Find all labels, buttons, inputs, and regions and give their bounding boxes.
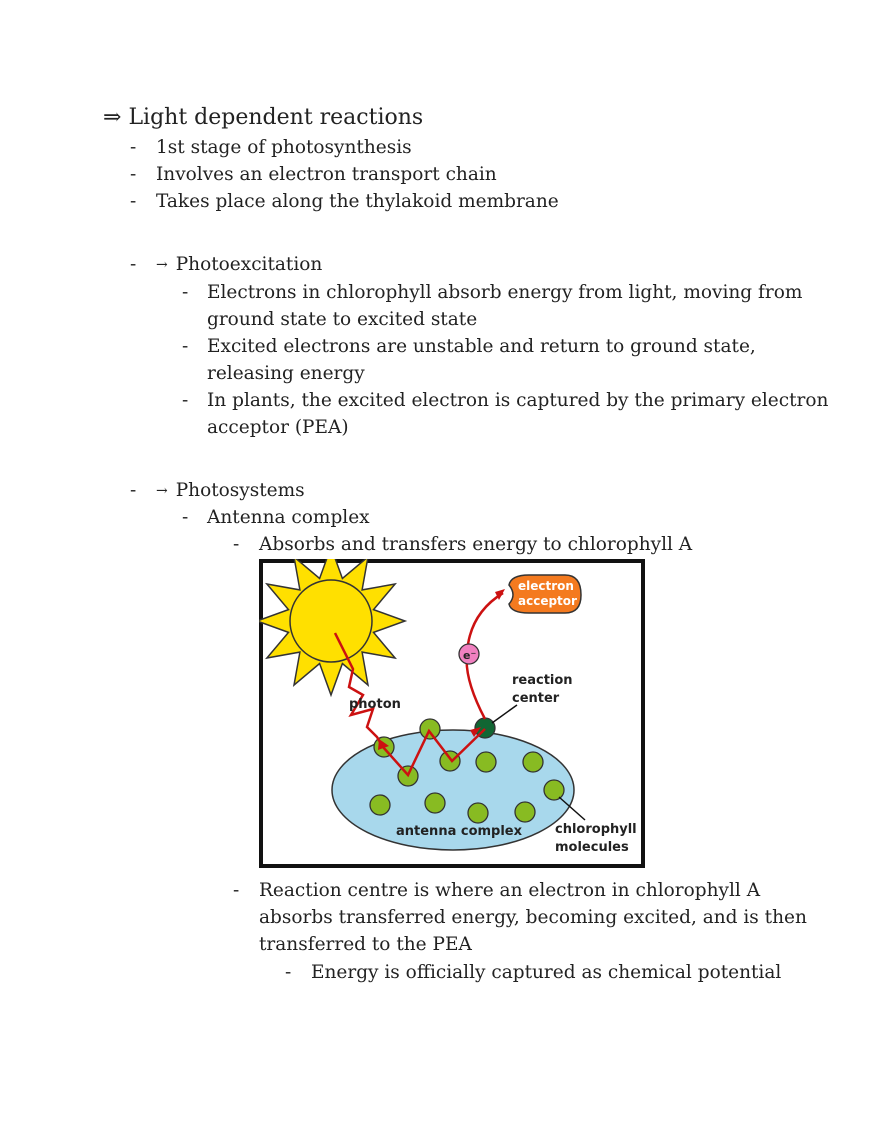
label-photon: photon bbox=[349, 697, 401, 712]
label-antenna: antenna complex bbox=[396, 824, 523, 839]
photoexcitation-label: Photoexcitation bbox=[175, 254, 323, 275]
label-reaction-2: center bbox=[512, 691, 560, 706]
bullet-dash: - bbox=[182, 282, 189, 303]
section-heading: ⇒ Light dependent reactions bbox=[103, 103, 423, 133]
arrowhead-icon bbox=[470, 727, 481, 737]
bullet-dash: - bbox=[285, 962, 292, 983]
bullet-item: 1st stage of photosynthesis bbox=[156, 137, 412, 158]
bullet-dash: - bbox=[182, 336, 189, 357]
diagram-svg: electron acceptor e⁻ bbox=[254, 544, 645, 868]
bullet-dash: - bbox=[130, 164, 137, 185]
bullet-dash: - bbox=[130, 191, 137, 212]
bullet-item: Excited electrons are unstable and retur… bbox=[207, 336, 756, 357]
right-arrow-icon: → bbox=[156, 257, 168, 273]
bullet-dash: - bbox=[130, 480, 137, 501]
bullet-item: Reaction centre is where an electron in … bbox=[259, 880, 761, 901]
bullet-item-continued: acceptor (PEA) bbox=[207, 417, 349, 438]
photosystems-label: Photosystems bbox=[175, 480, 305, 501]
heading-title: Light dependent reactions bbox=[128, 105, 424, 130]
chlorophyll-molecule bbox=[439, 750, 461, 772]
bullet-item-continued: ground state to excited state bbox=[207, 309, 478, 330]
electron-acceptor: electron acceptor bbox=[508, 574, 582, 614]
photosystems-title: → Photosystems bbox=[156, 477, 305, 506]
label-reaction-1: reaction bbox=[512, 673, 573, 688]
bullet-dash: - bbox=[130, 254, 137, 275]
chlorophyll-pointer-line bbox=[558, 796, 586, 821]
chlorophyll-molecule bbox=[514, 801, 536, 823]
bullet-item-continued: releasing energy bbox=[207, 363, 365, 384]
bullet-item: Energy is officially captured as chemica… bbox=[311, 962, 782, 983]
bullet-item-continued: transferred to the PEA bbox=[259, 934, 472, 955]
chlorophyll-molecule bbox=[369, 794, 391, 816]
label-chlorophyll-2: molecules bbox=[555, 840, 629, 855]
arrowhead-icon bbox=[495, 589, 505, 600]
label-electron: e⁻ bbox=[463, 649, 476, 662]
antenna-complex-title: Antenna complex bbox=[207, 507, 370, 528]
chlorophyll-molecules bbox=[369, 717, 565, 824]
bullet-dash: - bbox=[182, 390, 189, 411]
right-arrow-icon: → bbox=[156, 483, 168, 499]
arrowhead-icon bbox=[378, 739, 389, 750]
bullet-item: Takes place along the thylakoid membrane bbox=[156, 191, 559, 212]
chlorophyll-molecule bbox=[419, 718, 441, 740]
chlorophyll-molecule bbox=[424, 792, 446, 814]
bullet-dash: - bbox=[182, 507, 189, 528]
bullet-item-continued: absorbs transferred energy, becoming exc… bbox=[259, 907, 807, 928]
bullet-dash: - bbox=[233, 880, 240, 901]
sun-icon bbox=[254, 544, 408, 698]
label-acceptor-2: acceptor bbox=[518, 594, 577, 608]
bullet-item: In plants, the excited electron is captu… bbox=[207, 390, 829, 411]
double-arrow-icon: ⇒ bbox=[103, 105, 122, 130]
bullet-item: Involves an electron transport chain bbox=[156, 164, 497, 185]
bullet-item: Electrons in chlorophyll absorb energy f… bbox=[207, 282, 803, 303]
chlorophyll-molecule bbox=[522, 751, 544, 773]
label-acceptor-1: electron bbox=[518, 579, 574, 593]
photon-path bbox=[333, 632, 486, 778]
antenna-complex-diagram: electron acceptor e⁻ bbox=[254, 544, 645, 868]
chlorophyll-molecule bbox=[475, 751, 497, 773]
chlorophyll-molecule bbox=[467, 802, 489, 824]
label-chlorophyll-1: chlorophyll bbox=[555, 822, 637, 837]
photoexcitation-title: → Photoexcitation bbox=[156, 251, 322, 280]
antenna-complex-ellipse bbox=[331, 729, 575, 851]
bullet-item: Absorbs and transfers energy to chloroph… bbox=[259, 534, 693, 555]
bullet-dash: - bbox=[130, 137, 137, 158]
chlorophyll-molecule bbox=[543, 779, 565, 801]
bullet-dash: - bbox=[233, 534, 240, 555]
reaction-pointer-line bbox=[491, 704, 518, 724]
electron-icon bbox=[458, 643, 480, 665]
